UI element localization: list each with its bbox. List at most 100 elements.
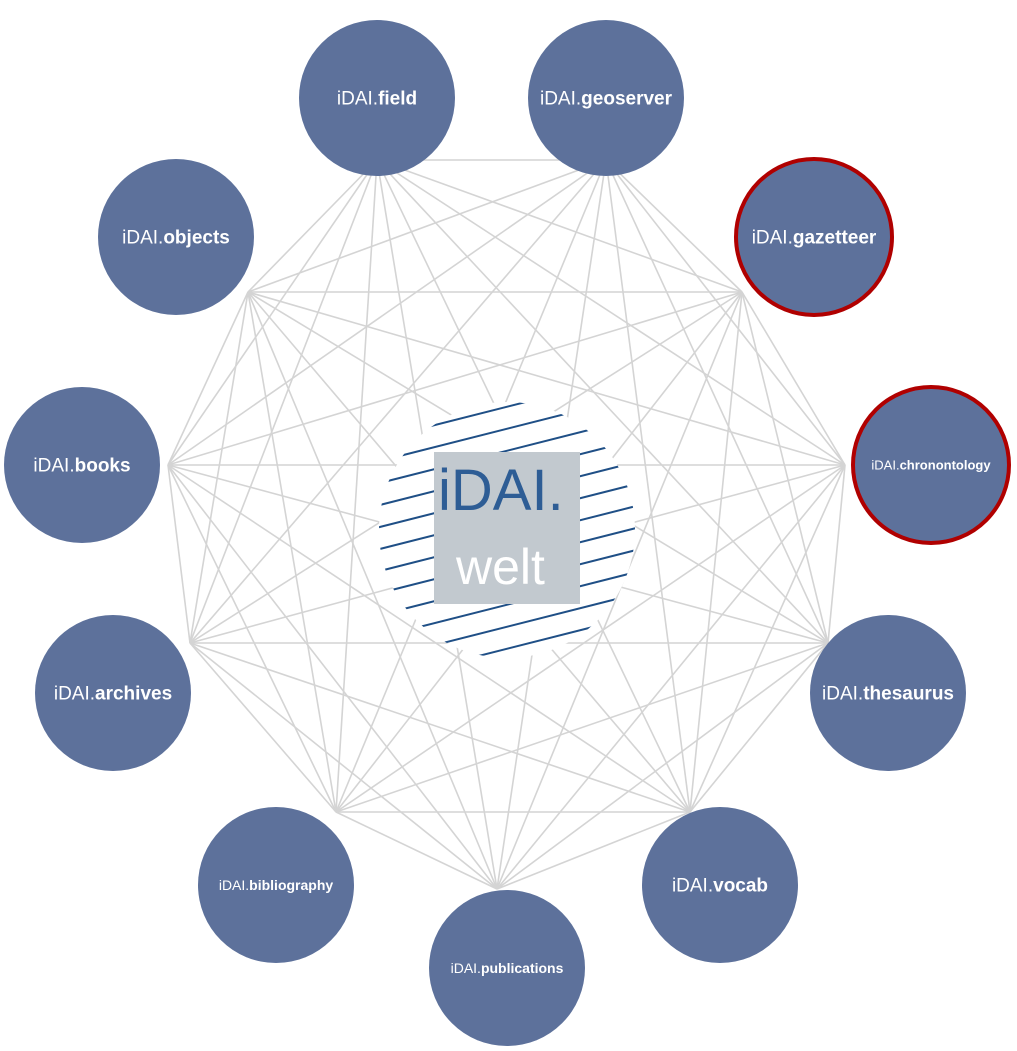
connector-line xyxy=(741,291,829,644)
hatch-line xyxy=(360,676,660,752)
connector-line xyxy=(689,642,829,813)
node-label-prefix: iDAI. xyxy=(219,877,249,893)
node-label-name: vocab xyxy=(713,876,768,897)
node-chronontology[interactable]: iDAI.chronontology xyxy=(851,385,1011,545)
node-label: iDAI.thesaurus xyxy=(822,684,954,705)
node-circle xyxy=(35,615,191,771)
connector-line xyxy=(167,159,607,466)
node-circle xyxy=(642,807,798,963)
node-circle xyxy=(198,807,354,963)
node-label-prefix: iDAI. xyxy=(672,876,713,897)
hatch-line xyxy=(360,302,660,378)
node-circle xyxy=(4,387,160,543)
node-label: iDAI.field xyxy=(337,89,417,110)
center-logo: iDAI. welt xyxy=(360,258,660,796)
logo-text-top: iDAI. xyxy=(438,458,564,523)
node-circle xyxy=(98,159,254,315)
connector-line xyxy=(247,159,607,293)
connector-line xyxy=(189,642,498,890)
node-label-name: gazetteer xyxy=(793,228,877,249)
connector-line xyxy=(167,464,191,644)
connector-line xyxy=(335,159,378,813)
connector-line xyxy=(605,159,829,644)
connector-line xyxy=(335,464,846,813)
node-label: iDAI.gazetteer xyxy=(752,228,877,249)
node-circle xyxy=(299,20,455,176)
node-books[interactable]: iDAI.books xyxy=(4,387,160,543)
connector-line xyxy=(189,642,337,813)
node-label-name: field xyxy=(378,89,417,110)
connector-line xyxy=(496,811,691,890)
node-label: iDAI.objects xyxy=(122,228,230,249)
connector-line xyxy=(189,642,691,813)
node-label-name: thesaurus xyxy=(863,684,954,705)
connector-line xyxy=(167,464,337,813)
connector-line xyxy=(376,159,846,466)
node-label-prefix: iDAI. xyxy=(752,228,793,249)
node-label: iDAI.publications xyxy=(451,960,564,976)
connector-line xyxy=(376,159,743,293)
connector-line xyxy=(335,811,498,890)
node-circle xyxy=(734,157,894,317)
node-objects[interactable]: iDAI.objects xyxy=(98,159,254,315)
connector-line xyxy=(167,159,378,466)
connector-line xyxy=(167,291,743,466)
connector-line xyxy=(167,464,498,890)
node-label-prefix: iDAI. xyxy=(871,458,899,473)
node-label: iDAI.bibliography xyxy=(219,877,334,893)
connector-line xyxy=(605,159,743,293)
node-label-name: objects xyxy=(163,228,230,249)
node-label-prefix: iDAI. xyxy=(337,89,378,110)
connector-line xyxy=(741,291,846,466)
node-label: iDAI.vocab xyxy=(672,876,768,897)
node-gazetteer[interactable]: iDAI.gazetteer xyxy=(734,157,894,317)
node-label: iDAI.geoserver xyxy=(540,89,673,110)
node-label-name: publications xyxy=(481,960,564,976)
node-archives[interactable]: iDAI.archives xyxy=(35,615,191,771)
node-bibliography[interactable]: iDAI.bibliography xyxy=(198,807,354,963)
connector-line xyxy=(167,464,691,813)
node-circle xyxy=(851,385,1011,545)
node-label-name: chronontology xyxy=(900,458,992,473)
connector-line xyxy=(247,159,378,293)
node-thesaurus[interactable]: iDAI.thesaurus xyxy=(810,615,966,771)
logo-text-bottom: welt xyxy=(455,539,545,595)
node-field[interactable]: iDAI.field xyxy=(299,20,455,176)
node-label-name: bibliography xyxy=(249,877,333,893)
node-label-prefix: iDAI. xyxy=(822,684,863,705)
node-circle xyxy=(528,20,684,176)
node-label: iDAI.archives xyxy=(54,684,172,705)
node-label-prefix: iDAI. xyxy=(54,684,95,705)
node-circle xyxy=(429,890,585,1046)
node-label-prefix: iDAI. xyxy=(540,89,581,110)
connector-line xyxy=(189,159,378,644)
connector-line xyxy=(167,291,249,466)
node-vocab[interactable]: iDAI.vocab xyxy=(642,807,798,963)
connector-line xyxy=(247,291,846,466)
node-label-prefix: iDAI. xyxy=(451,960,481,976)
node-label: iDAI.chronontology xyxy=(871,458,991,473)
connector-line xyxy=(189,291,249,644)
connector-line xyxy=(827,464,846,644)
connector-line xyxy=(496,642,829,890)
node-label-name: geoserver xyxy=(581,89,672,110)
connector-line xyxy=(376,159,829,644)
logo-box xyxy=(434,452,580,604)
connector-line xyxy=(335,642,829,813)
node-label-name: books xyxy=(75,456,131,477)
connector-line xyxy=(247,291,337,813)
connector-line xyxy=(689,464,846,813)
connector-line xyxy=(496,464,846,890)
node-geoserver[interactable]: iDAI.geoserver xyxy=(528,20,684,176)
node-label-prefix: iDAI. xyxy=(122,228,163,249)
connector-line xyxy=(605,159,691,813)
node-circle xyxy=(810,615,966,771)
node-publications[interactable]: iDAI.publications xyxy=(429,890,585,1046)
node-label-prefix: iDAI. xyxy=(33,456,74,477)
hatch-line xyxy=(360,720,660,796)
hatch-line xyxy=(360,258,660,334)
connector-line xyxy=(247,291,498,890)
connector-line xyxy=(189,159,607,644)
